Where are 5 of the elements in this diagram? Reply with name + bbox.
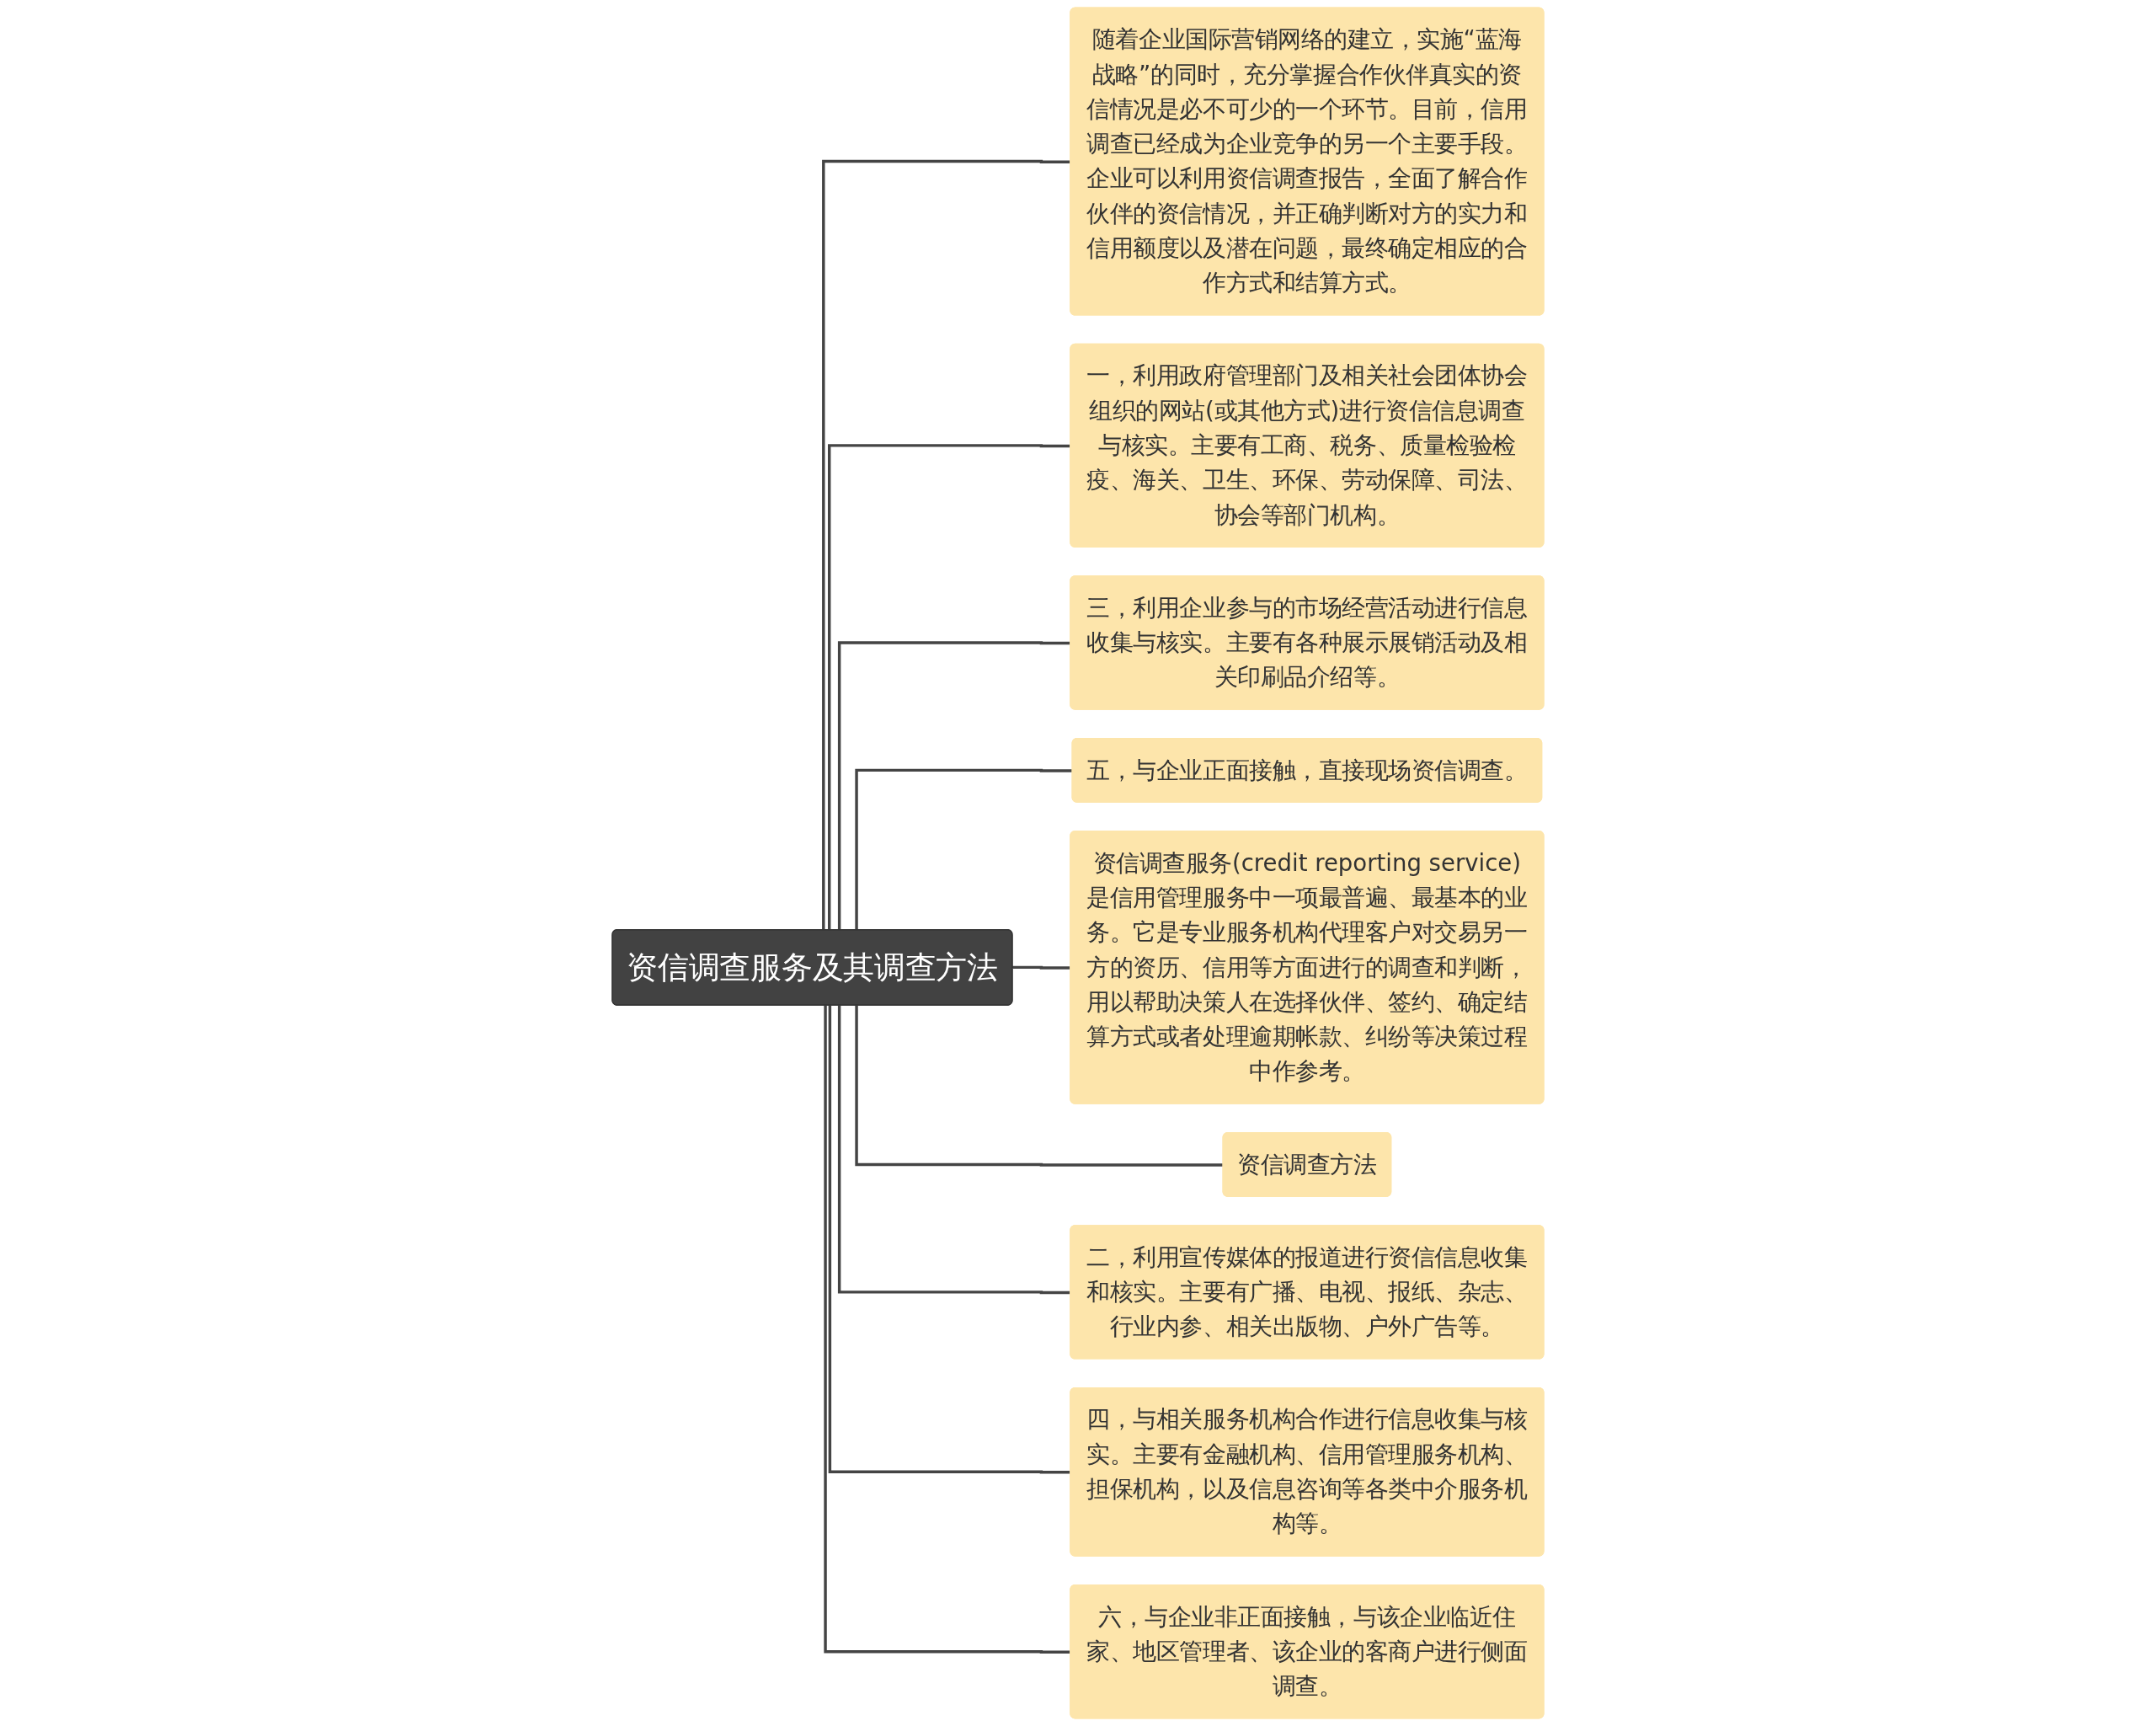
connector	[822, 159, 1071, 931]
connector	[855, 768, 1073, 931]
connector	[828, 444, 1071, 931]
connector	[855, 1005, 1224, 1167]
connector	[837, 641, 1071, 931]
